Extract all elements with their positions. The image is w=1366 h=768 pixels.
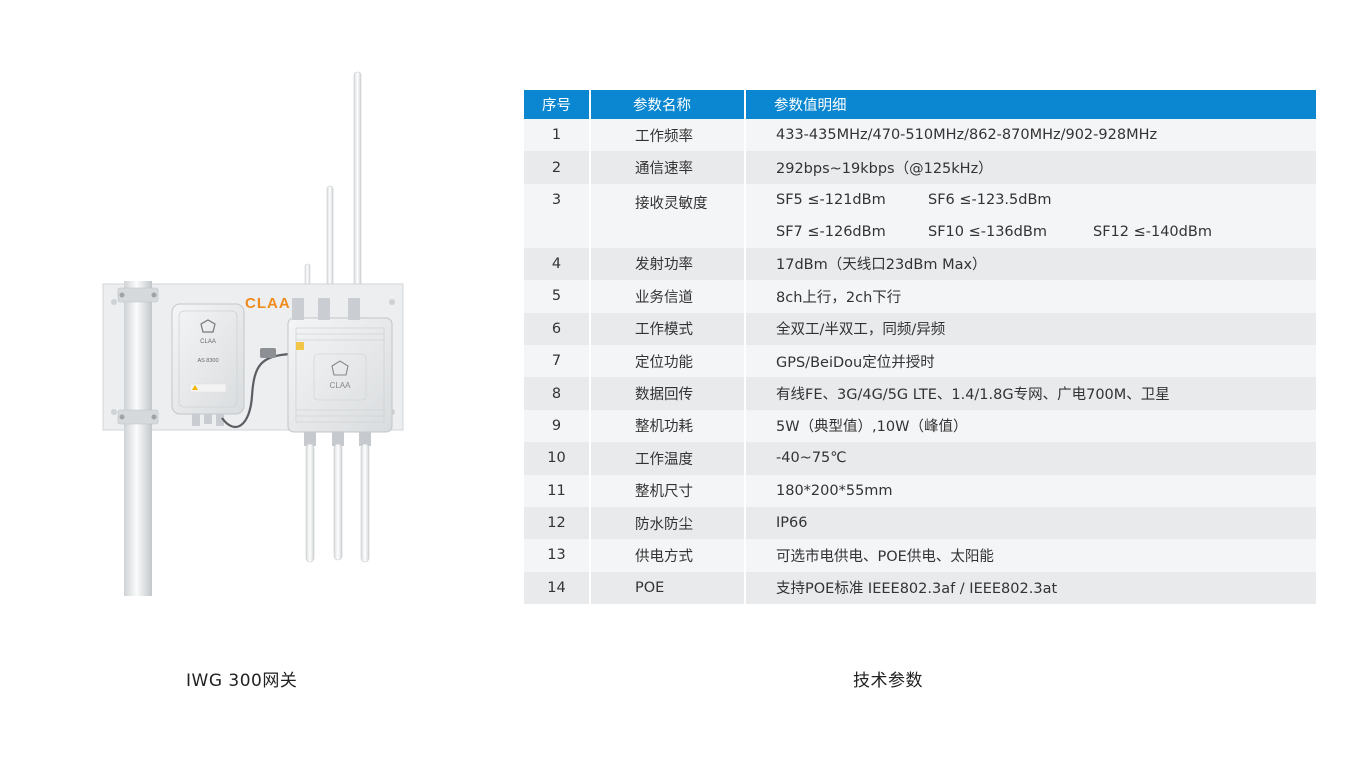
- antenna-bottom-1: [305, 443, 315, 563]
- row-value: 可选市电供电、POE供电、太阳能: [745, 539, 1316, 572]
- table-row: 3 接收灵敏度 SF5 ≤-121dBm SF6 ≤-123.5dBm SF7 …: [524, 183, 1316, 248]
- row-value: 5W（典型值）,10W（峰值）: [745, 409, 1316, 443]
- sensitivity-item: SF7 ≤-126dBm: [776, 223, 886, 240]
- product-caption: IWG 300网关: [186, 671, 298, 691]
- cable: [221, 352, 291, 429]
- row-value: IP66: [745, 506, 1316, 540]
- table-row: 13 供电方式 可选市电供电、POE供电、太阳能: [524, 539, 1316, 572]
- row-value: 全双工/半双工，同频/异频: [745, 312, 1316, 345]
- row-no: 12: [524, 506, 591, 540]
- sensitivity-item: SF6 ≤-123.5dBm: [928, 191, 1052, 208]
- header-no: 序号: [524, 90, 591, 119]
- sensitivity-item: SF12 ≤-140dBm: [1093, 223, 1212, 240]
- row-no: 10: [524, 442, 591, 475]
- row-no: 14: [524, 571, 591, 605]
- row-no: 3: [524, 183, 591, 248]
- table-row: 5 业务信道 8ch上行，2ch下行: [524, 280, 1316, 313]
- row-name: 防水防尘: [590, 506, 746, 540]
- row-name: 接收灵敏度: [590, 183, 746, 248]
- row-no: 4: [524, 247, 591, 281]
- sensitivity-line: SF7 ≤-126dBm SF10 ≤-136dBm SF12 ≤-140dBm: [776, 216, 1316, 248]
- table-row: 10 工作温度 -40~75℃: [524, 442, 1316, 475]
- row-no: 2: [524, 151, 591, 184]
- row-value: 17dBm（天线口23dBm Max）: [745, 247, 1316, 281]
- table-row: 6 工作模式 全双工/半双工，同频/异频: [524, 312, 1316, 345]
- table-row: 9 整机功耗 5W（典型值）,10W（峰值）: [524, 409, 1316, 443]
- svg-text:AS 8300: AS 8300: [197, 358, 218, 364]
- row-value: GPS/BeiDou定位并授时: [745, 344, 1316, 378]
- header-value: 参数值明细: [745, 90, 1316, 119]
- row-name: POE: [590, 571, 746, 605]
- row-name: 工作温度: [590, 442, 746, 475]
- antenna-top-tall: [353, 71, 362, 293]
- row-no: 7: [524, 344, 591, 378]
- table-header-row: 序号 参数名称 参数值明细: [524, 90, 1316, 119]
- antenna-bottom-2: [333, 443, 343, 561]
- table-row: 7 定位功能 GPS/BeiDou定位并授时: [524, 344, 1316, 378]
- table-row: 8 数据回传 有线FE、3G/4G/5G LTE、1.4/1.8G专网、广电70…: [524, 377, 1316, 410]
- row-name: 定位功能: [590, 344, 746, 378]
- row-name: 业务信道: [590, 280, 746, 313]
- row-name: 供电方式: [590, 539, 746, 572]
- row-name: 数据回传: [590, 377, 746, 410]
- row-no: 5: [524, 280, 591, 313]
- row-name: 整机尺寸: [590, 474, 746, 507]
- row-value: -40~75℃: [745, 442, 1316, 475]
- row-no: 13: [524, 539, 591, 572]
- table-row: 4 发射功率 17dBm（天线口23dBm Max）: [524, 247, 1316, 281]
- row-no: 11: [524, 474, 591, 507]
- antenna-bottom-3: [360, 443, 370, 563]
- mounting-pole: [124, 281, 152, 596]
- svg-text:CLAA: CLAA: [200, 339, 216, 345]
- row-value: 433-435MHz/470-510MHz/862-870MHz/902-928…: [745, 119, 1316, 152]
- row-value: 支持POE标准 IEEE802.3af / IEEE802.3at: [745, 571, 1316, 605]
- table-row: 14 POE 支持POE标准 IEEE802.3af / IEEE802.3at: [524, 571, 1316, 605]
- row-value: 180*200*55mm: [745, 474, 1316, 507]
- spec-table: 序号 参数名称 参数值明细 1 工作频率 433-435MHz/470-510M…: [524, 90, 1316, 605]
- sensitivity-line: SF5 ≤-121dBm SF6 ≤-123.5dBm: [776, 184, 1316, 216]
- row-no: 1: [524, 119, 591, 152]
- table-row: 11 整机尺寸 180*200*55mm: [524, 474, 1316, 507]
- row-value-sensitivity: SF5 ≤-121dBm SF6 ≤-123.5dBm SF7 ≤-126dBm…: [745, 183, 1316, 248]
- row-no: 8: [524, 377, 591, 410]
- specs-caption: 技术参数: [853, 671, 923, 691]
- row-value: 292bps~19kbps（@125kHz）: [745, 151, 1316, 184]
- table-row: 2 通信速率 292bps~19kbps（@125kHz）: [524, 151, 1316, 184]
- svg-text:CLAA: CLAA: [330, 381, 352, 390]
- row-value: 8ch上行，2ch下行: [745, 280, 1316, 313]
- row-name: 工作模式: [590, 312, 746, 345]
- row-value: 有线FE、3G/4G/5G LTE、1.4/1.8G专网、广电700M、卫星: [745, 377, 1316, 410]
- sensitivity-item: SF5 ≤-121dBm: [776, 191, 886, 208]
- plate-logo: CLAA: [245, 295, 291, 312]
- row-no: 6: [524, 312, 591, 345]
- row-name: 通信速率: [590, 151, 746, 184]
- antenna-top-short: [326, 185, 334, 295]
- iwg300-gateway-image: CLAA CLAA AS 8300 CLAA: [102, 71, 404, 596]
- row-name: 发射功率: [590, 247, 746, 281]
- row-name: 工作频率: [590, 119, 746, 152]
- row-no: 9: [524, 409, 591, 443]
- sensitivity-item: SF10 ≤-136dBm: [928, 223, 1047, 240]
- row-name: 整机功耗: [590, 409, 746, 443]
- table-row: 1 工作频率 433-435MHz/470-510MHz/862-870MHz/…: [524, 119, 1316, 152]
- header-name: 参数名称: [590, 90, 746, 119]
- table-row: 12 防水防尘 IP66: [524, 506, 1316, 540]
